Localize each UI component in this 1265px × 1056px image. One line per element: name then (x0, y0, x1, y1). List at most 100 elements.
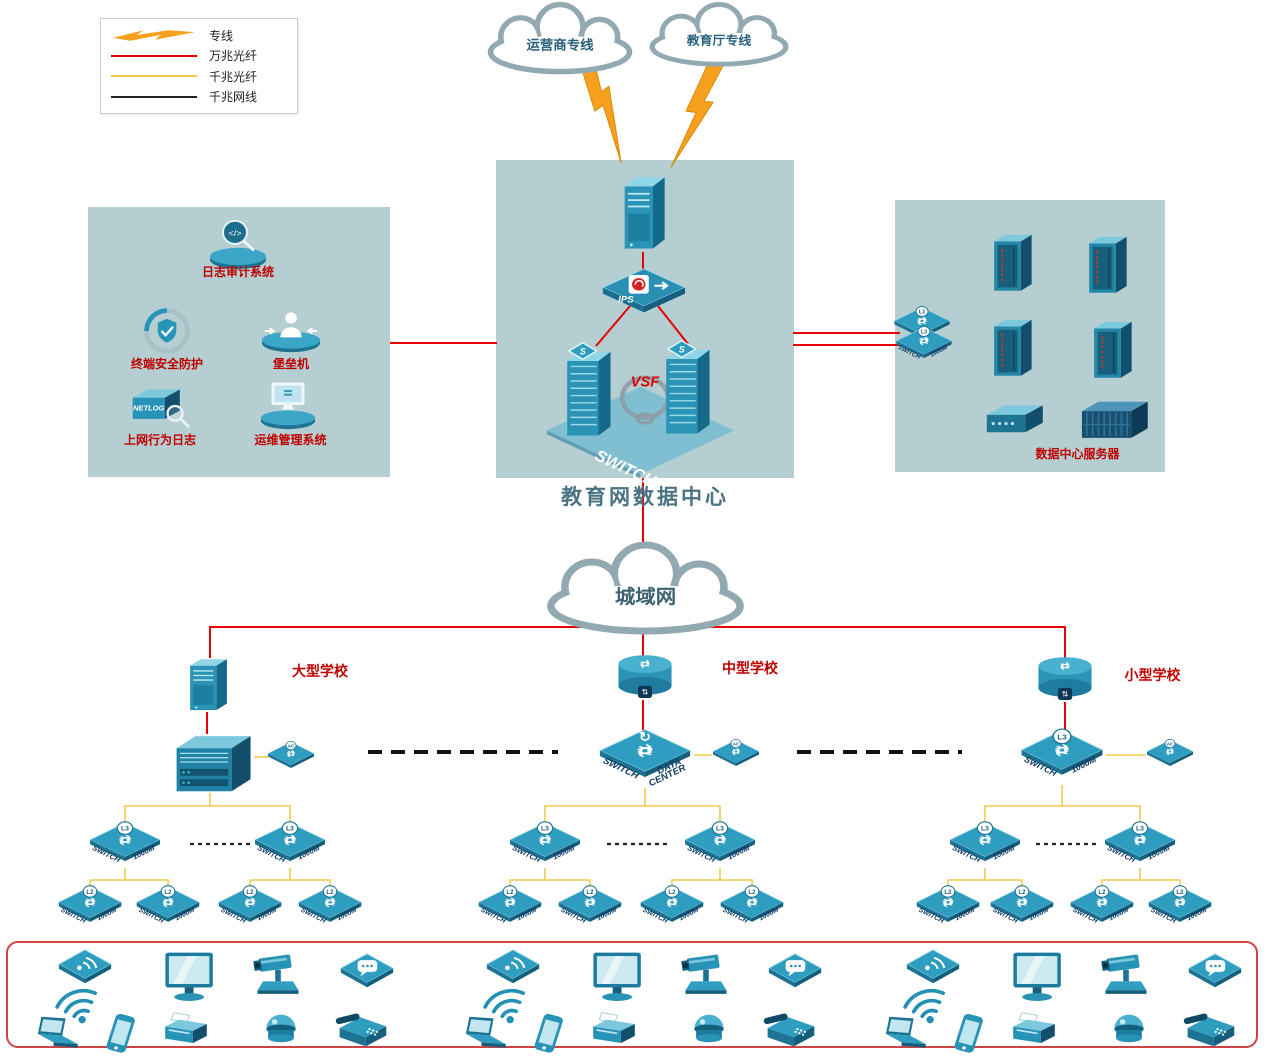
server-cabinet (1087, 317, 1137, 381)
svg-text:⇄: ⇄ (583, 893, 597, 910)
log-audit-icon: </> (206, 216, 270, 270)
svg-text:AC: AC (1167, 741, 1174, 746)
wifi-signal (483, 985, 535, 1027)
svg-text:L3: L3 (981, 826, 989, 833)
edge-g1 (671, 879, 753, 886)
ptz-camera (1098, 951, 1154, 1001)
svg-text:L2: L2 (1098, 889, 1106, 896)
ops-mgmt-icon (257, 378, 319, 430)
svg-text:L2: L2 (1176, 889, 1184, 896)
medium-school-ac: ⇄ ⇄ AC (711, 738, 761, 772)
label-server-area: 数据中心服务器 (1035, 447, 1120, 461)
svg-text:NETLOG: NETLOG (133, 404, 165, 413)
label-log-audit: 日志审计系统 (201, 265, 274, 279)
edge-g10 (657, 305, 689, 345)
svg-text:⇄: ⇄ (941, 893, 955, 910)
fiber-1g-sample (111, 75, 197, 78)
printer (160, 1011, 212, 1049)
svg-text:⇄: ⇄ (916, 315, 928, 329)
svg-text:⇄: ⇄ (712, 831, 728, 849)
fax-phone (334, 1009, 390, 1051)
svg-text:⇄: ⇄ (161, 893, 175, 910)
svg-text:⇄: ⇄ (503, 893, 517, 910)
svg-text:⇄: ⇄ (918, 335, 930, 349)
svg-text:⇄: ⇄ (1059, 660, 1071, 673)
server-cabinet (1082, 232, 1132, 296)
svg-text:⇄: ⇄ (1173, 893, 1187, 910)
legend-row: 千兆网线 (111, 87, 287, 107)
svg-text:AC: AC (733, 741, 740, 746)
svg-text:⇄: ⇄ (503, 893, 517, 910)
im-terminal (1187, 952, 1243, 990)
svg-text:⇄: ⇄ (117, 831, 133, 849)
svg-text:⇄: ⇄ (639, 658, 651, 671)
svg-text:⇄: ⇄ (286, 748, 296, 761)
large-school-ac: ⇄ ⇄ AC (266, 740, 316, 774)
svg-text:⇄: ⇄ (1015, 893, 1029, 910)
svg-text:⇄: ⇄ (1095, 893, 1109, 910)
edge-g1 (544, 805, 721, 822)
fax-phone (762, 1009, 818, 1051)
legend: 专线 万兆光纤 千兆光纤 千兆网线 (100, 18, 298, 114)
svg-text:L2: L2 (668, 889, 676, 896)
im-terminal (767, 952, 823, 990)
svg-text:运营商专线: 运营商专线 (526, 37, 594, 53)
storage-array (982, 399, 1046, 437)
fiber-10g-sample (111, 54, 197, 57)
svg-text:</>: </> (229, 228, 242, 238)
svg-text:⇄: ⇄ (665, 893, 679, 910)
dome-camera (1107, 1011, 1151, 1049)
svg-text:L2: L2 (86, 889, 94, 896)
svg-text:IPS: IPS (618, 295, 634, 305)
legend-label: 万兆光纤 (209, 49, 258, 64)
server-cabinet (987, 230, 1037, 294)
desktop-monitor (1009, 950, 1067, 1004)
svg-text:⇄: ⇄ (977, 831, 993, 849)
smartphone (951, 1012, 985, 1056)
svg-text:⇄: ⇄ (161, 893, 175, 910)
desktop-monitor (161, 950, 219, 1004)
svg-text:L3: L3 (1136, 826, 1144, 833)
svg-text:⇄: ⇄ (1132, 831, 1148, 849)
svg-text:⇄: ⇄ (286, 748, 296, 761)
terminal-security-icon (141, 305, 193, 357)
vsf-member-1: S (562, 341, 614, 441)
laptop (879, 1015, 931, 1051)
legend-label: 千兆光纤 (209, 69, 258, 84)
printer (1008, 1011, 1060, 1049)
desktop-monitor (589, 950, 647, 1004)
svg-text:⇄: ⇄ (1015, 893, 1029, 910)
legend-label: 千兆网线 (209, 90, 258, 105)
svg-text:L2: L2 (326, 889, 334, 896)
label-terminal-security: 终端安全防护 (130, 357, 203, 371)
small-school-ac: ⇄ ⇄ AC (1145, 738, 1195, 772)
cat-cable-sample (111, 95, 197, 98)
datacenter-title: 教育网数据中心 (561, 484, 729, 509)
svg-text:VSF: VSF (631, 374, 660, 390)
fax-phone (1182, 1009, 1238, 1051)
metro-network-cloud: 城域网 (538, 541, 753, 638)
label-ops-mgmt: 运维管理系统 (254, 433, 327, 447)
laptop (31, 1015, 83, 1051)
legend-row: 专线 (111, 25, 287, 45)
edge-g1 (1101, 879, 1181, 886)
svg-text:L3: L3 (121, 826, 129, 833)
svg-text:⇄: ⇄ (635, 739, 655, 761)
svg-text:⇄: ⇄ (1173, 893, 1187, 910)
svg-text:⇄: ⇄ (1095, 893, 1109, 910)
svg-text:⇄: ⇄ (83, 893, 97, 910)
ips-device: IPS (601, 267, 687, 315)
edge-g1 (509, 879, 591, 886)
large-school-server (184, 654, 230, 714)
svg-text:⇄: ⇄ (537, 831, 553, 849)
ptz-camera (678, 951, 734, 1001)
svg-text:⇄: ⇄ (745, 893, 759, 910)
